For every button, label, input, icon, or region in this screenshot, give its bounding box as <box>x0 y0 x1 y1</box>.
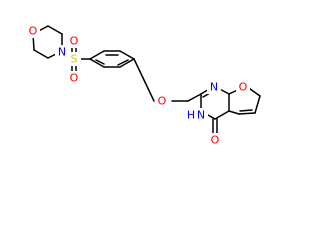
bond <box>214 110 230 120</box>
label-bg <box>236 80 250 94</box>
label-bg <box>208 133 222 147</box>
atom-n-pyrimidine-h: N <box>197 109 205 122</box>
atom-n-pyrimidine: N <box>210 81 218 94</box>
aromatic-bond <box>95 59 105 65</box>
bond <box>33 49 49 59</box>
aromatic-bond <box>239 109 253 112</box>
bond <box>254 95 261 114</box>
atom-o-carbonyl: O <box>211 134 220 147</box>
bond-ch2-pyrimidine <box>187 93 202 102</box>
atom-o-furan: O <box>239 81 248 94</box>
label-bg <box>155 94 169 108</box>
bond-aryl-o <box>133 58 155 102</box>
atom-n-morpholine: N <box>58 46 66 59</box>
label-bg <box>67 71 81 85</box>
atom-o-ether: O <box>158 95 167 108</box>
label-bg <box>207 80 221 94</box>
atom-o-sulfonyl-top: O <box>70 35 79 48</box>
bond <box>228 110 240 115</box>
label-bg <box>67 34 81 48</box>
bond <box>47 25 63 35</box>
bond <box>119 50 135 60</box>
label-bg <box>26 24 40 38</box>
bond <box>119 58 135 68</box>
benzene-ring <box>89 50 135 68</box>
label-bg <box>55 45 69 59</box>
bond <box>238 112 256 115</box>
molecule-canvas: O N S O O O N N H O O <box>26 24 261 147</box>
atom-o-sulfonyl-bottom: O <box>70 72 79 85</box>
label-bg <box>67 52 81 66</box>
atom-labels: O N S O O O N N H O O <box>26 24 250 147</box>
bond <box>89 50 105 60</box>
atom-s: S <box>71 53 78 66</box>
bond <box>89 58 105 68</box>
aromatic-bond <box>117 59 129 66</box>
atom-h: H <box>187 109 195 122</box>
atom-o-morpholine: O <box>29 25 38 38</box>
molecule-structure: O N S O O O N N H O O <box>26 24 261 147</box>
label-bg <box>194 108 208 122</box>
